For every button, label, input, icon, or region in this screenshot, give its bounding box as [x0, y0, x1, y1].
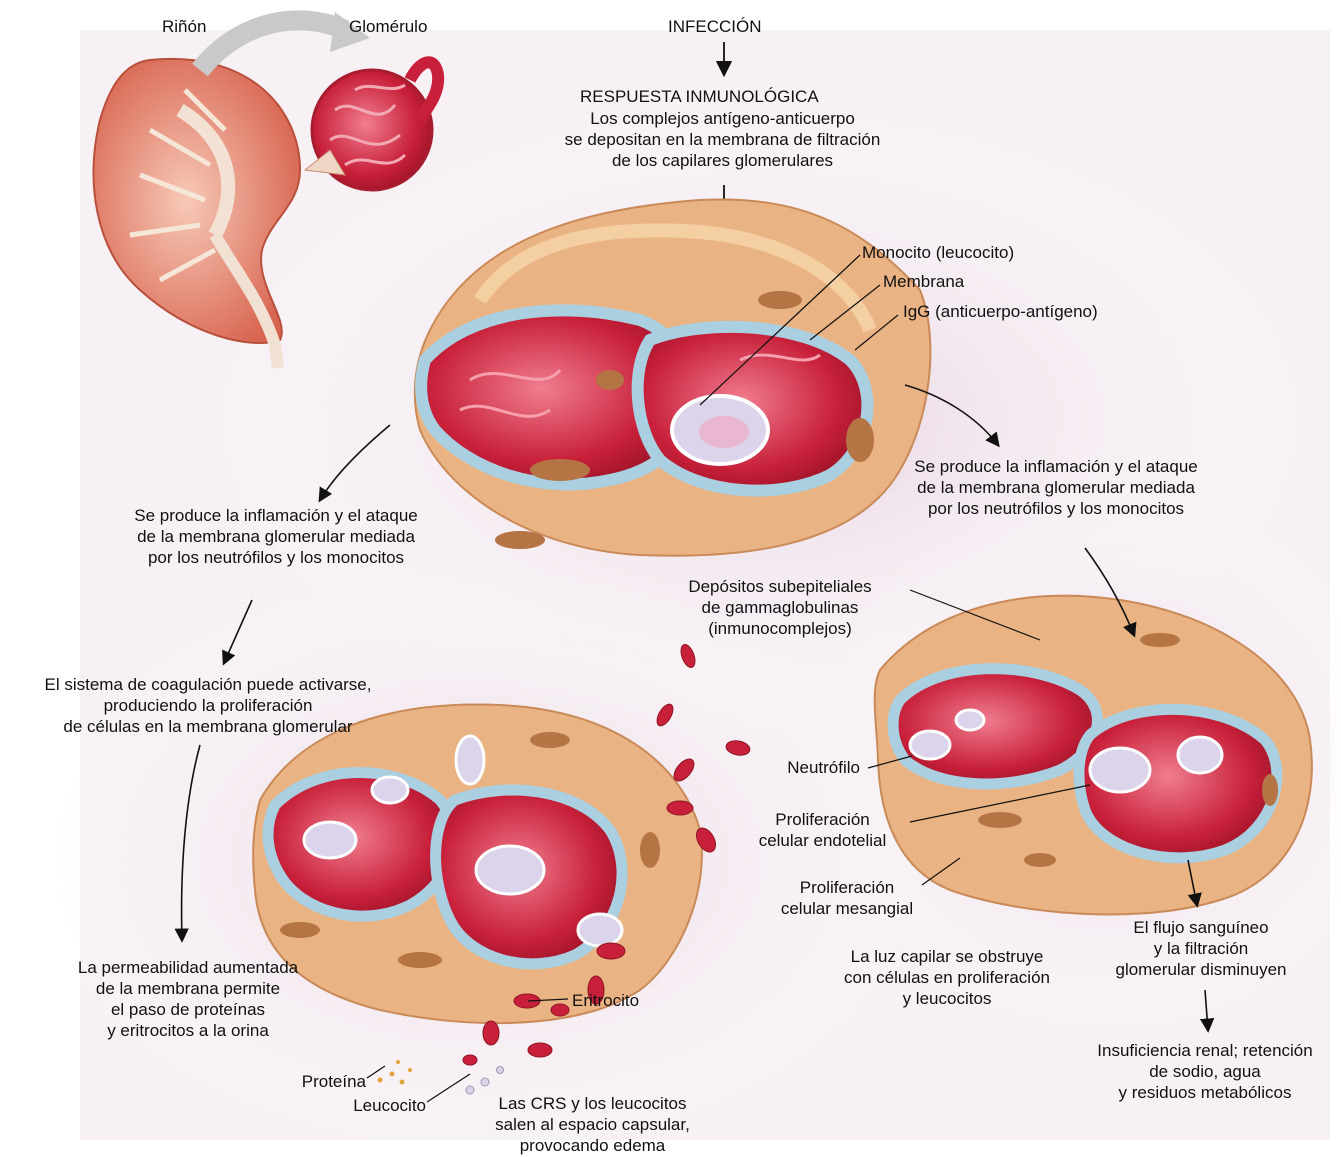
- label-mesangial-proliferation: Proliferación celular mesangial: [762, 877, 932, 919]
- label-protein: Proteína: [270, 1071, 366, 1092]
- label-neutrophil: Neutrófilo: [760, 757, 860, 778]
- label-leukocyte: Leucocito: [316, 1095, 426, 1116]
- label-subepithelial-deposits: Depósitos subepiteliales de gammaglobuli…: [660, 576, 900, 639]
- label-kidney: Riñón: [162, 16, 206, 37]
- label-membrane: Membrana: [883, 271, 964, 292]
- label-crs-leukocytes: Las CRS y los leucocitos salen al espaci…: [440, 1093, 745, 1156]
- label-glomerulus: Glomérulo: [349, 16, 427, 37]
- label-permeability: La permeabilidad aumentada de la membran…: [50, 957, 326, 1041]
- label-coagulation: El sistema de coagulación puede activars…: [6, 674, 410, 737]
- label-monocyte: Monocito (leucocito): [862, 242, 1014, 263]
- label-inflammation-left: Se produce la inflamación y el ataque de…: [96, 505, 456, 568]
- label-inflammation-right: Se produce la inflamación y el ataque de…: [876, 456, 1236, 519]
- label-infection: INFECCIÓN: [668, 16, 762, 37]
- label-erythrocyte: Eritrocito: [572, 990, 639, 1011]
- label-capillary-lumen: La luz capilar se obstruye con células e…: [815, 946, 1079, 1009]
- label-renal-failure: Insuficiencia renal; retención de sodio,…: [1070, 1040, 1340, 1103]
- label-endothelial-proliferation: Proliferación celular endotelial: [740, 809, 905, 851]
- label-igg: IgG (anticuerpo-antígeno): [903, 301, 1098, 322]
- label-immune-response-title: RESPUESTA INMUNOLÓGICA: [580, 86, 819, 107]
- label-blood-flow: El flujo sanguíneo y la filtración glome…: [1090, 917, 1312, 980]
- label-immune-response-text: Los complejos antígeno-anticuerpo se dep…: [520, 108, 925, 171]
